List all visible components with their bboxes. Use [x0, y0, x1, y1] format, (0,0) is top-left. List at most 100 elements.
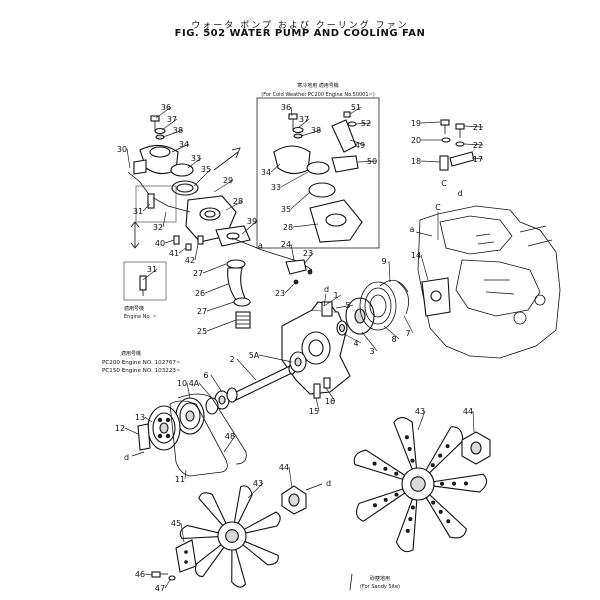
leader-d-2 — [323, 293, 327, 307]
callout-27: 27 — [193, 269, 203, 278]
engine-no-label: Engine No. ~ — [124, 314, 157, 320]
blade-rivet — [446, 519, 451, 524]
callout-17: 17 — [473, 155, 483, 164]
callout-leader-27 — [206, 301, 235, 312]
serial-note-1: PC200 Engine NO. 102767~ — [102, 360, 181, 366]
inset-cover-34b — [273, 145, 311, 175]
bolt-21 — [455, 123, 465, 138]
clamp-27a — [226, 259, 246, 269]
pump-body-1 — [281, 301, 351, 395]
callout-leader-27 — [202, 263, 227, 274]
arrow-c2 — [305, 483, 323, 491]
inset-bolt-36b — [288, 113, 298, 130]
gasket-39 — [215, 225, 251, 247]
callout-13: 13 — [135, 413, 145, 422]
fan-blade — [242, 540, 279, 566]
arrow-gap-vertical — [130, 221, 140, 249]
blade-rivet — [405, 528, 410, 533]
cold-weather-note: (For Cold Weather PC200 Engine No.50001~… — [261, 92, 374, 98]
callout-1: 1 — [333, 291, 338, 300]
seal-4 — [336, 320, 348, 336]
callout-leader-51 — [349, 106, 362, 115]
callout-leader-18 — [420, 160, 441, 163]
callout-36: 36 — [161, 103, 171, 112]
washer-38a — [155, 134, 165, 140]
ref-b-1: C — [441, 179, 447, 188]
fan-blade — [231, 548, 247, 588]
callout-leader-40 — [164, 239, 175, 244]
callout-leader-9 — [388, 260, 391, 283]
connector-25 — [235, 311, 251, 329]
engine-no-jp: 適用号機 — [124, 305, 144, 312]
callout-5: 5 — [345, 301, 350, 310]
pulley-10 — [175, 397, 205, 435]
engine-block — [417, 205, 561, 359]
callout-51: 51 — [351, 103, 361, 112]
callout-leader-33 — [187, 157, 202, 169]
callout-15: 15 — [309, 407, 319, 416]
hose-26 — [227, 267, 247, 301]
plate-45 — [175, 539, 197, 573]
fan-blade — [433, 473, 488, 493]
blade-rivet — [451, 481, 456, 486]
callout-33: 33 — [191, 154, 201, 163]
callout-5A: 5A — [249, 351, 260, 360]
washer-47 — [168, 575, 176, 581]
callout-leader-30 — [126, 148, 131, 169]
blade-rivet — [410, 458, 415, 463]
ref-a-2: a — [410, 225, 415, 234]
callout-leader-15 — [315, 397, 320, 412]
inset-housing-28b-port — [325, 213, 347, 227]
callout-leader-21 — [463, 125, 484, 128]
callout-leader-11 — [184, 469, 187, 480]
callout-leader-52 — [355, 122, 372, 125]
callout-3: 3 — [369, 347, 374, 356]
thermostat-cover-34 — [133, 144, 179, 175]
blade-rivet — [463, 481, 468, 486]
washer-20 — [441, 137, 451, 143]
fan-pulley-13 — [147, 405, 181, 451]
ref-c-2: d — [326, 479, 331, 488]
callout-leader-38 — [162, 129, 184, 138]
blade-rivet — [408, 517, 413, 522]
callout-leader-36 — [155, 106, 172, 119]
bolts-15-16 — [313, 377, 331, 399]
cold-weather-note-jp: 寒冷地用 適用号機 — [297, 82, 339, 89]
callout-50: 50 — [367, 157, 377, 166]
callout-leader-39 — [241, 220, 258, 235]
callout-leader-14 — [420, 254, 429, 281]
callout-leader-24 — [290, 243, 295, 261]
sandy-divider — [349, 573, 353, 591]
inset-washer-52 — [347, 121, 357, 127]
callout-leader-48 — [223, 435, 236, 453]
callout-22: 22 — [473, 141, 483, 150]
callout-11: 11 — [175, 475, 185, 484]
spacer-18 — [439, 155, 449, 171]
blade-rivet — [394, 492, 399, 497]
callout-52: 52 — [361, 119, 371, 128]
inset-washer-38b — [293, 133, 303, 139]
blade-rivet — [438, 509, 443, 514]
fan-blade — [243, 511, 281, 534]
callout-leader-8 — [383, 325, 400, 340]
callout-leader-47 — [164, 579, 171, 589]
callout-23: 23 — [303, 249, 313, 258]
bracket-14 — [421, 277, 451, 317]
inset-hose-49 — [331, 119, 357, 153]
callout-leader-16 — [325, 387, 336, 402]
engine-no-box — [123, 261, 167, 301]
inset-bolt-51 — [343, 111, 351, 118]
callout-leader-29 — [213, 179, 234, 193]
callout-leader-37 — [297, 118, 310, 129]
callout-19: 19 — [411, 119, 421, 128]
cooling-fan-43-sandy — [353, 417, 488, 553]
washer-12 — [137, 423, 151, 451]
serial-note-2: PC150 Engine NO. 103223~ — [102, 368, 181, 374]
callout-leader-2 — [236, 358, 257, 381]
callout-14: 14 — [411, 251, 421, 260]
callout-leader-25 — [206, 319, 237, 332]
blade-rivet — [394, 471, 399, 476]
callout-12: 12 — [115, 424, 125, 433]
ref-d-1: d — [457, 189, 462, 198]
